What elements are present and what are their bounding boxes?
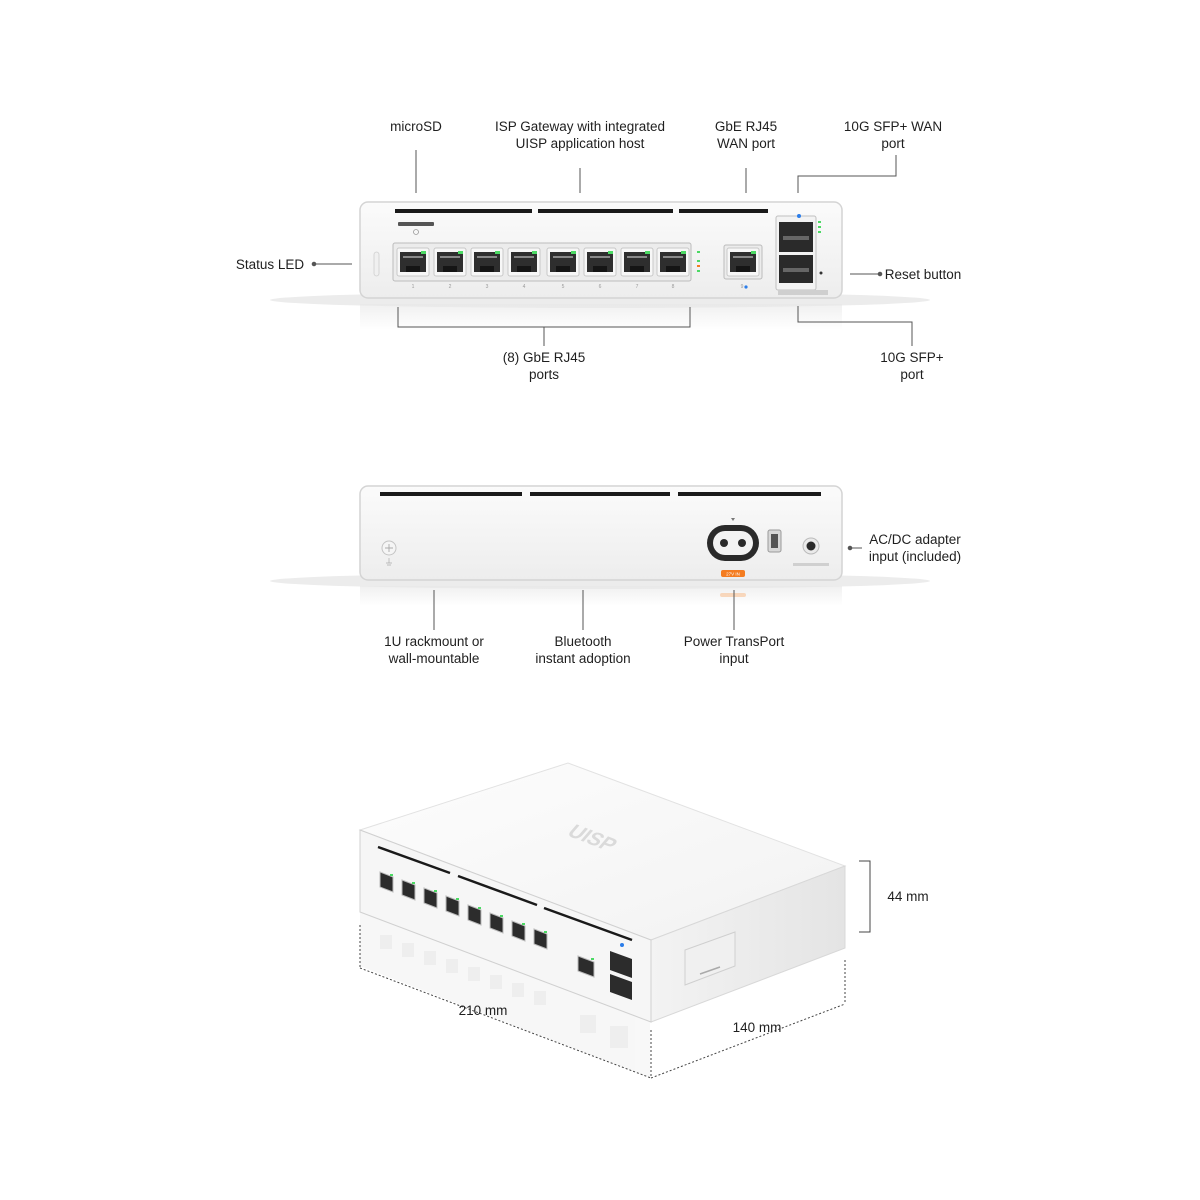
port-number-7: 7 — [636, 284, 639, 290]
back-vent-2 — [530, 492, 670, 496]
rj45-port-3 — [470, 247, 504, 277]
sfp-label-strip — [778, 290, 828, 295]
sfp-indicator — [797, 214, 801, 218]
iso-sfp-indicator — [620, 943, 624, 947]
port-number-2: 2 — [449, 284, 452, 290]
power-transport-socket-face — [713, 531, 753, 555]
dimension-lines — [359, 860, 871, 1079]
front-leaders — [311, 150, 913, 346]
power-transport-badge-text: 27V IN — [726, 572, 740, 577]
rj45-port-2 — [433, 247, 467, 277]
dimension-height: 44 mm — [887, 889, 929, 904]
iso-side-plate — [684, 931, 736, 986]
back-view: 27V IN — [270, 485, 930, 630]
callout-rackmount: 1U rackmount or wall-mountable — [384, 634, 484, 666]
sfp-legend — [818, 221, 821, 233]
front-view: 1 2 3 4 5 6 7 8 9 — [270, 150, 930, 346]
back-vent-3 — [678, 492, 821, 496]
power-transport-arrow — [731, 518, 735, 521]
rj45-port-7 — [620, 247, 654, 277]
iso-view: UISP — [358, 762, 871, 1079]
callout-sfp-wan: 10G SFP+ WAN port — [843, 119, 943, 151]
status-led — [373, 251, 380, 277]
back-leaders — [433, 545, 862, 630]
front-reflection — [360, 304, 842, 330]
ground-screw-slot — [385, 544, 393, 552]
callout-microsd: microSD — [390, 119, 442, 134]
callout-reset-button: Reset button — [884, 267, 962, 282]
ground-symbol — [386, 558, 392, 566]
callout-bluetooth: Bluetooth instant adoption — [535, 634, 631, 666]
rj45-port-6 — [583, 247, 617, 277]
port-number-3: 3 — [486, 284, 489, 290]
port-number-6: 6 — [599, 284, 602, 290]
wan-rj45-port — [726, 247, 760, 277]
dc-jack-label — [793, 563, 829, 566]
port-number-8: 8 — [672, 284, 675, 290]
rj45-port-8 — [656, 247, 690, 277]
rj45-port-4 — [507, 247, 541, 277]
power-transport-badge — [721, 570, 745, 577]
wan-port-number: 9 — [741, 284, 744, 290]
iso-rj45-ports — [379, 871, 595, 978]
back-reflection — [360, 586, 842, 606]
wan-indicator — [744, 285, 748, 289]
callout-power-transport: Power TransPort input — [683, 634, 785, 666]
reset-pinhole — [819, 271, 823, 275]
iso-front-vents — [377, 845, 633, 942]
dimension-depth: 140 mm — [732, 1020, 782, 1035]
bluetooth-mark — [413, 229, 419, 235]
microsd-slot — [398, 222, 434, 226]
iso-front-face — [359, 829, 652, 1023]
callout-isp-gateway: ISP Gateway with integrated UISP applica… — [494, 119, 666, 151]
port-number-5: 5 — [562, 284, 565, 290]
callout-adapter-input: AC/DC adapter input (included) — [868, 532, 962, 564]
iso-reflection — [360, 912, 650, 1078]
callout-rj45-ports: (8) GbE RJ45 ports — [502, 350, 586, 382]
dimension-width: 210 mm — [458, 1003, 508, 1018]
rj45-port-1 — [396, 247, 430, 277]
callout-sfp-port: 10G SFP+ port — [880, 350, 944, 382]
speed-legend — [697, 251, 700, 272]
port-number-1: 1 — [412, 284, 415, 290]
badge-reflection — [720, 593, 746, 597]
front-vent-2 — [538, 209, 673, 213]
callout-wan-port: GbE RJ45 WAN port — [714, 119, 778, 151]
iso-sfp-ports — [610, 951, 632, 1000]
rj45-port-block — [392, 242, 692, 282]
front-vent-3 — [679, 209, 768, 213]
back-vent-1 — [380, 492, 522, 496]
rj45-port-5 — [546, 247, 580, 277]
front-vent-1 — [395, 209, 532, 213]
callout-status-led: Status LED — [235, 257, 305, 272]
port-number-4: 4 — [523, 284, 526, 290]
